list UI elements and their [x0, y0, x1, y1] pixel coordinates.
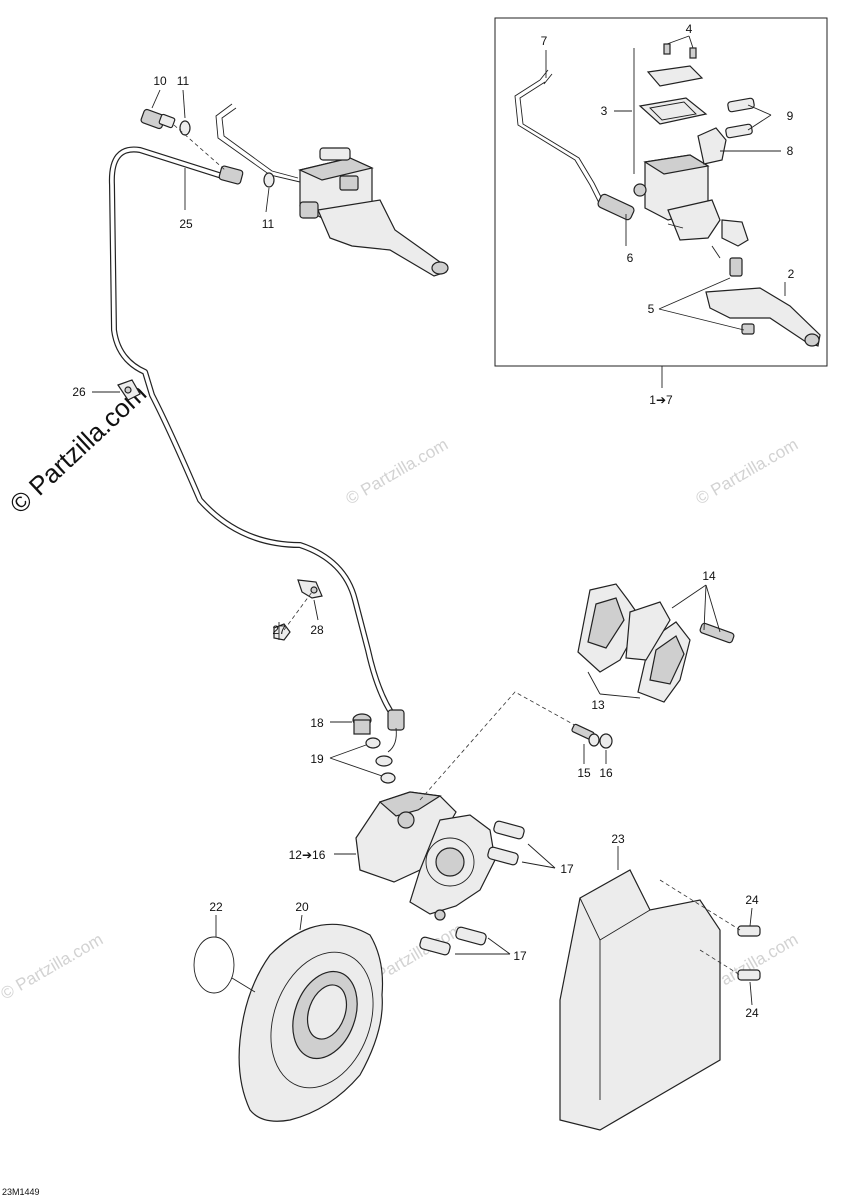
washer-caliper-b — [380, 772, 396, 784]
callout-27: 27 — [272, 623, 286, 637]
o-ring — [193, 936, 235, 994]
callout-11-lower: 11 — [262, 217, 275, 231]
bleeder-cap — [599, 733, 613, 749]
brake-hose — [108, 146, 398, 721]
callout-3: 3 — [601, 104, 608, 118]
master-cylinder-main — [215, 103, 449, 277]
callout-24-lower: 24 — [745, 1006, 759, 1020]
washer-lower — [263, 172, 275, 188]
callout-19: 19 — [310, 752, 324, 766]
hose-clamp-bracket — [117, 379, 141, 401]
callout-11-top: 11 — [177, 74, 190, 88]
inset-reservoir-cap — [638, 43, 708, 125]
callout-14: 14 — [702, 569, 716, 583]
callout-18: 18 — [310, 716, 324, 730]
hose-fitting-top — [218, 165, 244, 185]
banjo-bolt — [140, 108, 176, 130]
callout-22: 22 — [209, 900, 223, 914]
washer-top — [179, 120, 191, 136]
nut-27 — [273, 623, 291, 641]
callout-10: 10 — [153, 74, 167, 88]
brake-disc — [238, 923, 384, 1122]
callout-28: 28 — [310, 623, 324, 637]
banjo-fitting — [375, 755, 393, 767]
callout-12-16: 12➔16 — [289, 848, 326, 862]
callout-20: 20 — [295, 900, 309, 914]
brake-caliper — [355, 791, 496, 921]
callout-15: 15 — [577, 766, 591, 780]
guard-bolt-lower — [737, 969, 761, 981]
callout-5: 5 — [648, 302, 655, 316]
brake-guard — [559, 869, 721, 1131]
washer-caliper-a — [365, 737, 381, 749]
caliper-bolts-lower — [419, 926, 487, 956]
callout-4: 4 — [686, 22, 693, 36]
callout-25: 25 — [179, 217, 193, 231]
callout-26: 26 — [72, 385, 86, 399]
bleeder-screw — [571, 723, 600, 747]
inset-pivot-bolts — [725, 97, 755, 139]
callout-9: 9 — [787, 109, 794, 123]
callout-24-upper: 24 — [745, 893, 759, 907]
callout-7-inset: 7 — [541, 34, 548, 48]
hose-fitting-bottom — [387, 709, 405, 731]
watermark-text: © Partzilla.com — [0, 930, 106, 1004]
banjo-bolt-caliper — [352, 713, 372, 735]
inset-boot — [721, 219, 749, 247]
callout-6: 6 — [627, 251, 634, 265]
callout-23: 23 — [611, 832, 625, 846]
inset-master-cylinder-body — [633, 154, 721, 241]
watermark-text: © Partzilla.com — [693, 435, 802, 509]
inset-lever — [705, 257, 821, 347]
caliper-bolts-upper — [487, 820, 525, 866]
master-cylinder-inset-box — [494, 17, 828, 367]
callout-1-7: 1➔7 — [649, 393, 673, 407]
drawing-code: 23M1449 — [2, 1187, 40, 1197]
callout-8: 8 — [787, 144, 794, 158]
guard-bolt-upper — [737, 925, 761, 937]
watermark-text: © Partzilla.com — [343, 435, 452, 509]
callout-16: 16 — [599, 766, 613, 780]
callout-17-lower: 17 — [513, 949, 527, 963]
inset-clamp — [697, 127, 727, 165]
hose-clamp-28 — [297, 579, 323, 599]
callout-labels: 7 4 3 9 8 6 2 5 1➔7 10 11 11 25 26 14 27… — [72, 22, 794, 1020]
callout-2: 2 — [788, 267, 795, 281]
callout-17-upper: 17 — [560, 862, 574, 876]
inset-wire-switch — [514, 69, 635, 221]
callout-13: 13 — [591, 698, 605, 712]
